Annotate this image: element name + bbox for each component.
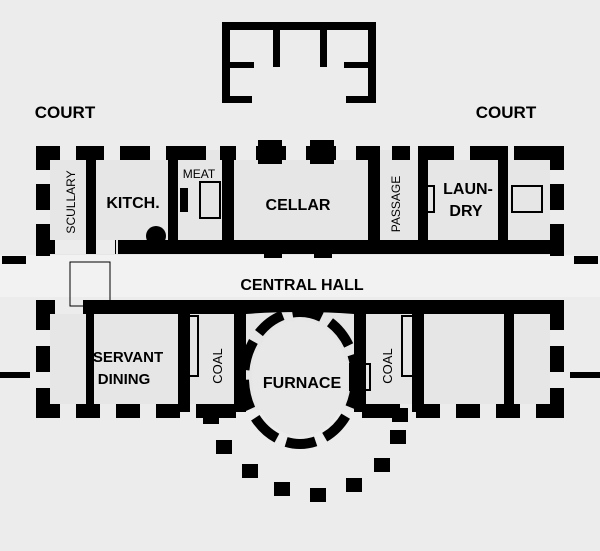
cellar-piers <box>258 140 334 258</box>
laundry-label-line2: DRY <box>449 203 483 220</box>
court-left-label: COURT <box>35 103 96 122</box>
kitchen-label: KITCH. <box>106 195 159 212</box>
coal-right-label: COAL <box>380 348 395 383</box>
side-stubs <box>0 256 600 378</box>
north-outbuilding <box>222 22 376 103</box>
passage-label: PASSAGE <box>389 176 403 232</box>
portico-columns <box>203 408 408 502</box>
coal-left-label: COAL <box>210 348 225 383</box>
kitchen-fixtures <box>69 181 543 391</box>
servant-dining-label-line2: DINING <box>98 371 151 388</box>
laundry-label-line1: LAUN- <box>443 181 493 198</box>
court-right-label: COURT <box>476 103 537 122</box>
scullary-label: SCULLARY <box>64 170 78 233</box>
furnace-label: FURNACE <box>263 375 342 392</box>
meat-label: MEAT <box>183 167 216 181</box>
cellar-label: CELLAR <box>266 197 331 214</box>
central-hall-label: CENTRAL HALL <box>240 277 363 294</box>
servant-dining-label-line1: SERVANT <box>93 349 163 366</box>
interior-walls <box>86 146 514 412</box>
furnace-enclosure <box>239 300 361 449</box>
